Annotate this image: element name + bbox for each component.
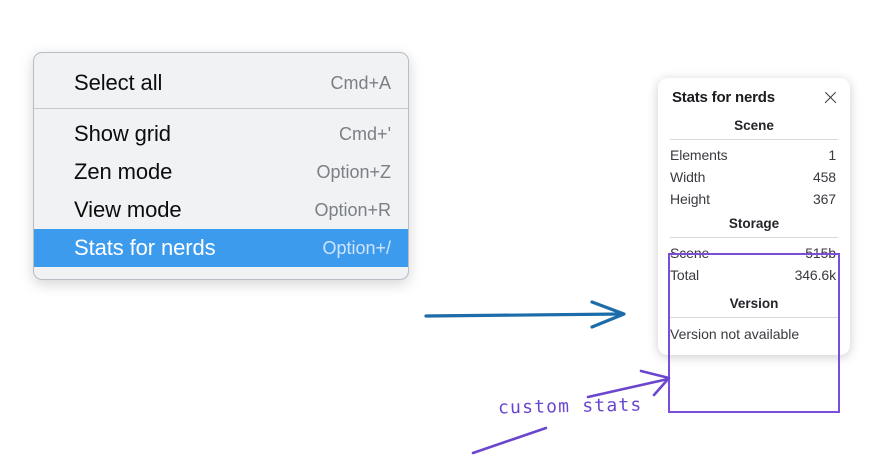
menu-item-shortcut: Cmd+A (330, 72, 391, 93)
stat-value: 515b (805, 245, 836, 261)
menu-item-show-grid[interactable]: Show grid Cmd+' (34, 115, 408, 153)
menu-item-shortcut: Option+R (314, 199, 391, 220)
stat-row: Scene 515b (658, 242, 850, 264)
stat-key: Height (670, 191, 710, 207)
panel-section-version: Version Version not available (658, 286, 850, 343)
context-menu: Select all Cmd+A Show grid Cmd+' Zen mod… (33, 52, 409, 280)
handwritten-custom-stats-label: custom stats (497, 394, 643, 419)
section-heading-version: Version (729, 296, 779, 311)
blue-arrow-annotation (424, 300, 626, 329)
panel-title: Stats for nerds (672, 89, 775, 106)
stat-row: Height 367 (658, 188, 850, 210)
stats-for-nerds-panel: Stats for nerds Scene Elements 1 Width 4… (658, 78, 850, 355)
panel-header: Stats for nerds (658, 89, 850, 106)
menu-item-stats-for-nerds[interactable]: Stats for nerds Option+/ (34, 229, 408, 267)
menu-item-shortcut: Option+Z (316, 161, 391, 182)
menu-item-label: Stats for nerds (74, 235, 216, 260)
stat-row: Total 346.6k (658, 264, 850, 286)
menu-item-label: Select all (74, 70, 163, 95)
stat-key: Width (670, 169, 706, 185)
stat-key: Total (670, 267, 700, 283)
section-heading-scene: Scene (734, 118, 774, 133)
menu-section-2: Show grid Cmd+' Zen mode Option+Z View m… (34, 108, 408, 273)
purple-underline-annotation (471, 426, 548, 455)
close-icon[interactable] (823, 90, 838, 105)
stat-key: Scene (670, 245, 710, 261)
stat-value: 1 (828, 147, 836, 163)
section-divider (670, 317, 838, 318)
menu-item-view-mode[interactable]: View mode Option+R (34, 191, 408, 229)
purple-arrow-annotation (586, 369, 671, 399)
panel-section-storage: Storage Scene 515b Total 346.6k (658, 210, 850, 286)
stat-row: Elements 1 (658, 144, 850, 166)
menu-item-select-all[interactable]: Select all Cmd+A (34, 64, 408, 102)
stat-value: 346.6k (794, 267, 837, 283)
section-divider (670, 139, 838, 140)
stat-value: 458 (812, 169, 836, 185)
menu-item-label: Zen mode (74, 159, 173, 184)
menu-section-1: Select all Cmd+A (34, 58, 408, 108)
menu-item-shortcut: Cmd+' (339, 123, 391, 144)
stat-value: 367 (812, 191, 836, 207)
menu-item-label: Show grid (74, 121, 171, 146)
section-heading-storage: Storage (728, 216, 780, 231)
version-note: Version not available (670, 326, 800, 342)
menu-item-shortcut: Option+/ (322, 237, 391, 258)
section-divider (670, 237, 838, 238)
menu-item-zen-mode[interactable]: Zen mode Option+Z (34, 153, 408, 191)
stat-key: Elements (670, 147, 728, 163)
panel-section-scene: Scene Elements 1 Width 458 Height 367 (658, 117, 850, 210)
menu-item-label: View mode (74, 197, 182, 222)
stat-row: Width 458 (658, 166, 850, 188)
